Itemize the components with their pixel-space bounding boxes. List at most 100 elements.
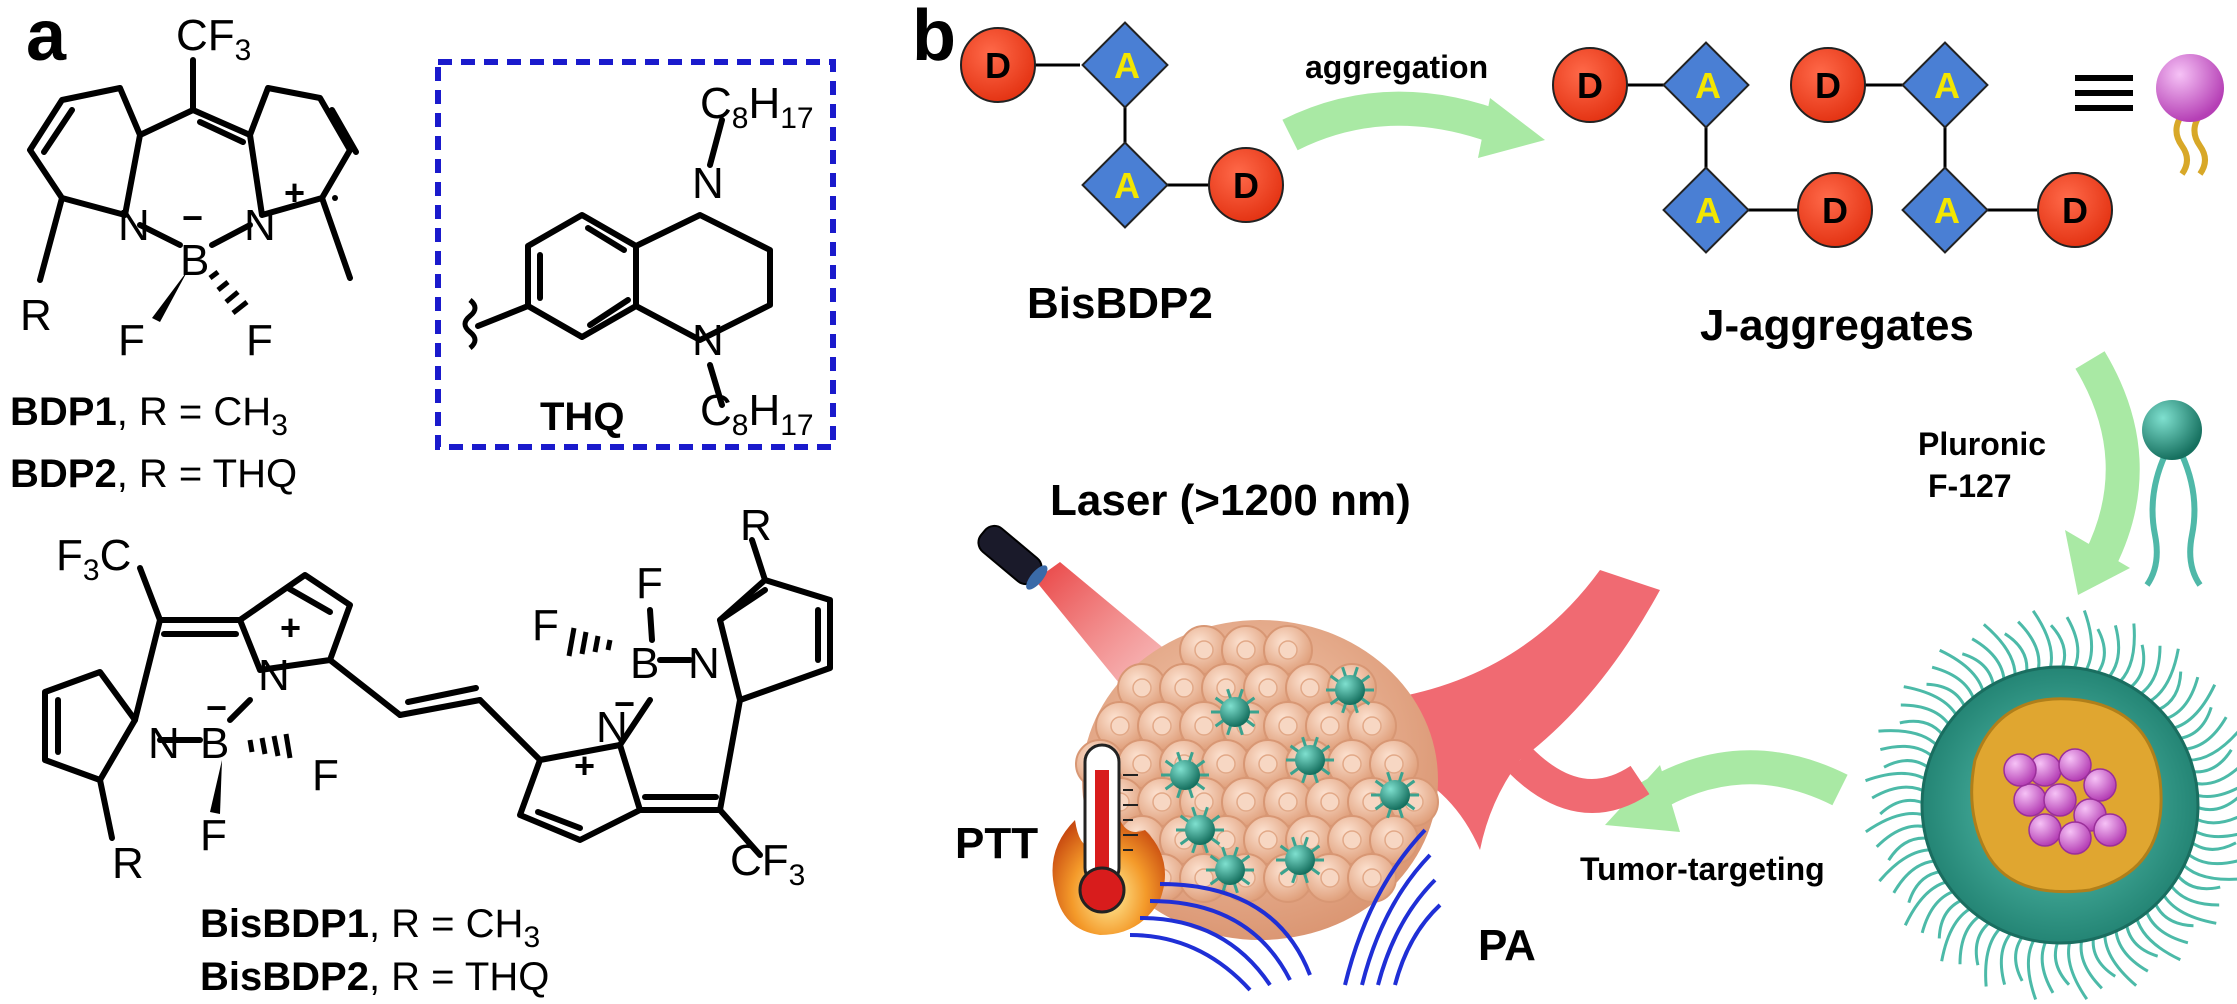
core-dye-sphere (2058, 821, 2092, 855)
dimer-n-3: N (596, 703, 628, 752)
tumor (1075, 620, 1439, 940)
tumor-nanoparticle (1215, 855, 1245, 885)
compound-bisbdp2: BisBDP2, R = THQ (200, 955, 549, 999)
thq-c8h17-bottom: C8H17 (700, 386, 814, 442)
acceptor-label: A (1695, 190, 1721, 231)
core-dye-sphere (2083, 768, 2117, 802)
panel-a: a (10, 0, 836, 999)
donor-node (960, 27, 1036, 103)
monomer-f-right: F (246, 316, 273, 365)
donor-label: D (1815, 65, 1841, 106)
monomer-boron: B (180, 236, 209, 285)
pluronic-polymer-icon (2142, 400, 2203, 587)
monomer-plus: + (284, 172, 305, 213)
acceptor-label: A (1114, 165, 1140, 206)
dimer-n-4: N (688, 639, 720, 688)
donor-label: D (1233, 165, 1259, 206)
acceptor-node (1081, 21, 1169, 109)
dimer-r-right: R (740, 501, 772, 550)
ptt-label: PTT (955, 819, 1038, 868)
bisbdp2-motif: D A A D (960, 21, 1284, 229)
panel-b: b D A A D BisBDP2 aggregation D (912, 0, 2237, 1001)
monomer-n-left: N (118, 201, 150, 250)
dimer-f-left-1: F (312, 751, 339, 800)
bisbdp-dimer-structure: F3C N N B − + F F R N N B − + F F R CF3 (42, 501, 833, 892)
dimer-boron-left: B (200, 719, 229, 768)
thq-n-top: N (692, 159, 724, 208)
core-dye-sphere (2028, 813, 2062, 847)
thq-c8h17-top: C8H17 (700, 79, 814, 135)
dimer-f-right-1: F (636, 559, 663, 608)
donor-node (1208, 147, 1284, 223)
acceptor-label: A (1114, 45, 1140, 86)
dimer-plus-left: + (280, 607, 301, 648)
dimer-f-right-2: F (532, 601, 559, 650)
monomer-minus: − (182, 197, 203, 238)
thq-label: THQ (540, 395, 624, 439)
core-dye-sphere (2043, 783, 2077, 817)
dimer-minus-right: − (614, 683, 635, 724)
bisbdp2-label: BisBDP2 (1027, 279, 1213, 328)
pa-waves-left (1129, 882, 1312, 992)
monomer-cf3-label: CF3 (176, 11, 251, 67)
nanoparticle-core-dyes (2003, 748, 2127, 855)
tumor-nanoparticle (1185, 815, 1215, 845)
thq-n-bottom: N (692, 316, 724, 365)
dimer-minus-left: − (206, 687, 227, 728)
acceptor-node (1081, 141, 1169, 229)
j-aggregates-motif: D A A D D A A D (1552, 41, 2113, 254)
compound-bdp2: BDP2, R = THQ (10, 452, 297, 496)
acceptor-label: A (1934, 65, 1960, 106)
dimer-f-left-2: F (200, 811, 227, 860)
tumor-nanoparticle (1170, 760, 1200, 790)
aggregation-label: aggregation (1305, 49, 1488, 85)
tumor-targeting-arrow (1635, 750, 1848, 815)
donor-label: D (1577, 65, 1603, 106)
monomer-f-left: F (118, 316, 145, 365)
panel-letter-a: a (26, 0, 67, 76)
dimer-r-left: R (112, 839, 144, 888)
tumor-nanoparticle (1335, 675, 1365, 705)
bdp-monomer-structure: CF3 N N B − + F F R (20, 11, 359, 365)
pa-label: PA (1478, 921, 1536, 970)
tumor-nanoparticle (1380, 780, 1410, 810)
thq-box: N N C8H17 C8H17 THQ (435, 59, 836, 450)
nanoparticle (1864, 609, 2237, 1001)
pluronic-label-line2: F-127 (1928, 468, 2012, 504)
thermometer-icon (1052, 743, 1165, 935)
pluronic-label-line1: Pluronic (1918, 426, 2046, 462)
laser-device-icon (977, 524, 1048, 590)
acceptor-label: A (1934, 190, 1960, 231)
core-dye-sphere (2003, 753, 2037, 787)
monomer-r: R (20, 291, 52, 340)
compound-bisbdp1: BisBDP1, R = CH3 (200, 902, 540, 954)
blood-vessel (1380, 570, 1660, 850)
panel-letter-b: b (912, 0, 956, 76)
core-dye-sphere (2058, 748, 2092, 782)
donor-label: D (985, 45, 1011, 86)
dimer-boron-right: B (630, 639, 659, 688)
dye-amphiphile-icon (2156, 54, 2224, 176)
dimer-plus-right: + (574, 745, 595, 786)
aggregation-arrow (1282, 91, 1512, 151)
monomer-n-right: N (244, 201, 276, 250)
compound-bdp1: BDP1, R = CH3 (10, 390, 288, 442)
tumor-nanoparticle (1295, 745, 1325, 775)
dimer-n-1: N (148, 719, 180, 768)
equivalence-sign (2075, 75, 2133, 111)
j-aggregates-label: J-aggregates (1700, 301, 1974, 350)
tumor-targeting-label: Tumor-targeting (1580, 851, 1825, 887)
core-dye-sphere (2013, 783, 2047, 817)
laser-label: Laser (>1200 nm) (1050, 476, 1411, 525)
donor-label: D (2062, 190, 2088, 231)
tumor-nanoparticle (1285, 845, 1315, 875)
dimer-cf3: CF3 (730, 836, 805, 892)
pa-waves-right (1343, 828, 1442, 986)
pluronic-arrow (2075, 351, 2140, 568)
donor-label: D (1822, 190, 1848, 231)
dimer-f3c: F3C (56, 531, 131, 587)
core-dye-sphere (2093, 813, 2127, 847)
acceptor-label: A (1695, 65, 1721, 106)
dimer-n-2: N (258, 651, 290, 700)
